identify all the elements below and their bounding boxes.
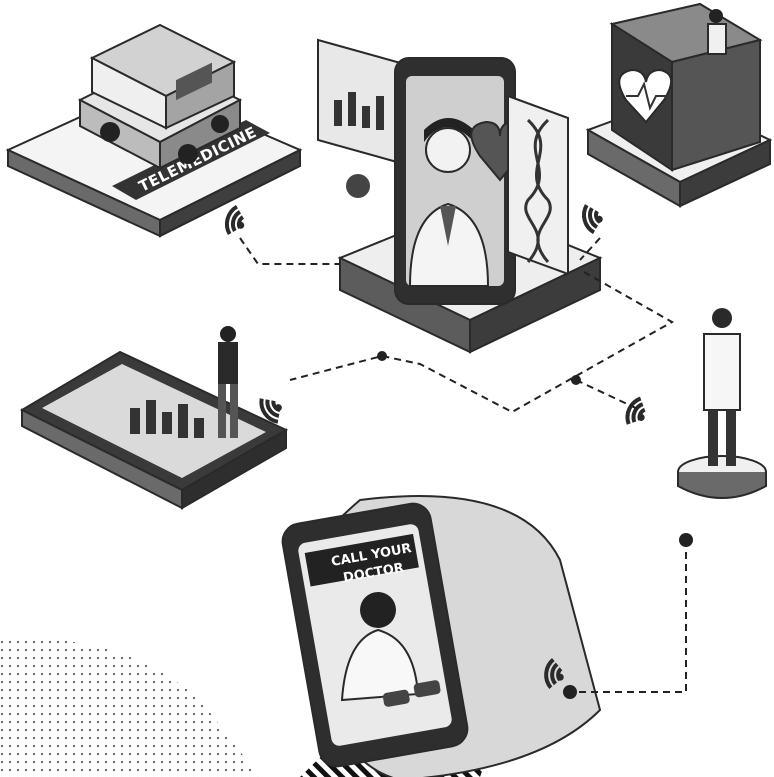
wifi-icon [577, 205, 606, 233]
wifi-icon [220, 207, 248, 236]
dot-texture [0, 639, 260, 777]
pill-icon [346, 174, 370, 198]
analytics-tablet-platform [22, 326, 286, 508]
doctor-pedestal [678, 308, 766, 498]
doctor-video-monitor [318, 40, 600, 352]
call-doctor-phone: CALL YOUR DOCTOR [280, 496, 600, 777]
connection-line [240, 238, 340, 264]
heart-monitor-platform [588, 4, 770, 206]
connection-line [576, 380, 640, 410]
